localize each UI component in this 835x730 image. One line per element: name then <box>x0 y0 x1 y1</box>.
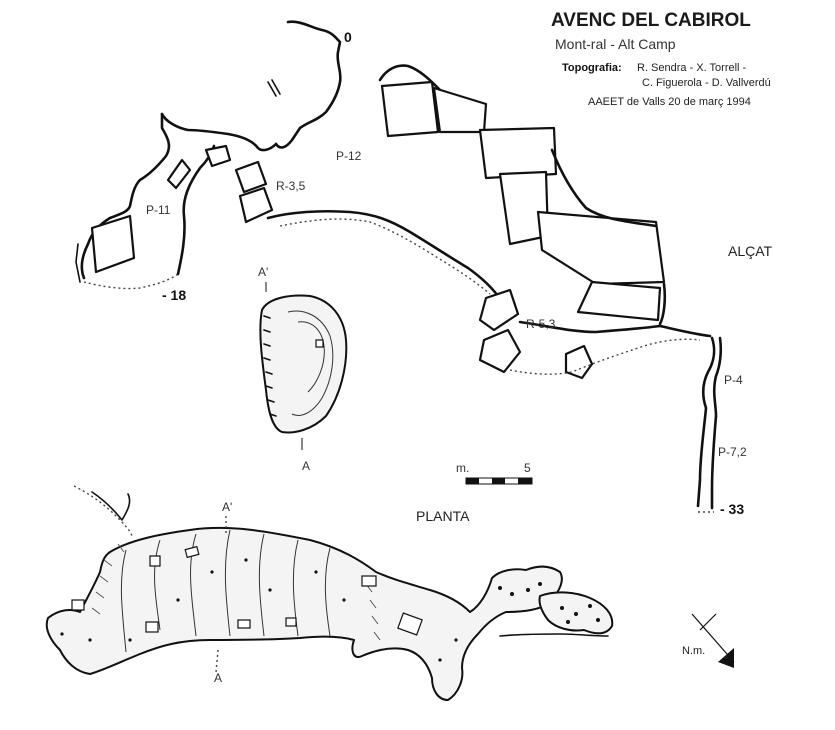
cross-section-label-a-prime: A' <box>258 265 268 279</box>
cross-section-a: A' A <box>258 265 348 473</box>
pitch-label-p72: P-7,2 <box>718 445 747 459</box>
final-shaft-left <box>696 336 716 508</box>
topografia-label: Topografia: <box>562 62 622 74</box>
lower-gallery-ceiling <box>518 320 712 338</box>
plan-boulder-4 <box>397 612 423 636</box>
scale-bar: m. 5 <box>456 461 533 485</box>
plan-boulder-5 <box>361 575 377 587</box>
section-view: 0 - 18 - 33 P-12 R-3,5 P-11 R-5,3 P-4 P-… <box>75 20 773 517</box>
scale-bar-seg-2 <box>492 478 505 484</box>
north-arrow-line <box>691 613 735 663</box>
plan-pebbles <box>60 558 542 662</box>
entrance-rope-mark <box>267 79 281 97</box>
plan-section-line <box>215 516 227 673</box>
cross-section-boulder <box>315 339 324 348</box>
r35-block-3 <box>204 144 232 168</box>
p11-block-1 <box>90 214 136 274</box>
p11-edge-mark <box>75 243 81 283</box>
gallery-floor <box>279 218 491 295</box>
r53-block-1 <box>478 288 520 332</box>
plan-view-label: PLANTA <box>416 508 470 524</box>
r53-block-3 <box>564 344 594 380</box>
cross-section-contour-1 <box>287 310 334 416</box>
cross-section-contour-2 <box>297 321 325 393</box>
pitch-label-p11: P-11 <box>146 203 171 217</box>
plan-contour-4 <box>258 533 265 637</box>
p11-outer-wall <box>80 112 171 280</box>
p11-block-2 <box>166 158 192 190</box>
plan-boulder-8 <box>145 621 159 633</box>
shaft-block-2 <box>432 86 488 134</box>
organization-date: AAEET de Valls 20 de març 1994 <box>588 96 751 108</box>
plan-entrance-wall <box>91 491 131 521</box>
north-arrow-label: N.m. <box>682 645 705 657</box>
north-arrow: N.m. <box>682 613 735 668</box>
cross-section-label-a: A <box>302 459 310 473</box>
scale-bar-seg-1 <box>466 478 479 484</box>
plan-contour-3 <box>224 529 231 637</box>
shaft-block-3 <box>478 126 558 180</box>
entrance-wall-left <box>274 20 342 149</box>
pitch-label-r53: R-5,3 <box>526 317 556 331</box>
plan-boulder-7 <box>285 617 297 627</box>
pitch-label-p4: P-4 <box>724 373 743 387</box>
plan-label-a-prime: A' <box>222 500 232 514</box>
r35-block-1 <box>234 160 268 194</box>
depth-label-minus-33: - 33 <box>720 501 744 517</box>
right-shaft-outer <box>550 148 667 326</box>
plan-contour-7 <box>120 549 127 653</box>
plan-boulder-2 <box>149 555 161 567</box>
plan-east-pebbles <box>560 604 600 624</box>
plan-boulder-1 <box>184 545 200 559</box>
map-title: AVENC DEL CABIROL <box>551 10 751 31</box>
plan-boulder-3 <box>237 619 251 629</box>
north-arrow-crossbar <box>699 613 717 631</box>
plan-contour-5 <box>292 539 299 637</box>
plan-contour-1 <box>154 539 161 631</box>
scale-max-label: 5 <box>524 461 531 475</box>
depth-label-minus-18: - 18 <box>162 287 186 303</box>
authors-line-1: R. Sendra - X. Torrell - <box>637 62 747 74</box>
plan-east-tail <box>499 633 609 637</box>
r35-block-2 <box>238 186 274 224</box>
p12-left-wall <box>160 112 278 152</box>
cross-section-hatched-wall <box>263 315 277 417</box>
scale-bar-seg-3 <box>518 478 532 484</box>
cross-section-outline <box>259 294 348 434</box>
authors-line-2: C. Figuerola - D. Vallverdú <box>642 77 771 89</box>
final-shaft-right <box>710 336 723 510</box>
pitch-label-r35: R-3,5 <box>276 179 306 193</box>
scale-unit-label: m. <box>456 461 469 475</box>
plan-contour-2 <box>190 533 197 637</box>
plan-label-a: A <box>214 671 222 685</box>
plan-main-chamber <box>45 526 563 701</box>
map-header: AVENC DEL CABIROL Mont-ral - Alt Camp To… <box>551 10 771 108</box>
plan-boulder-6 <box>71 599 85 611</box>
floor-minus-18 <box>83 273 179 290</box>
section-view-label: ALÇAT <box>728 243 773 259</box>
plan-view: PLANTA A' A <box>45 485 614 701</box>
plan-entrance-trail <box>73 485 133 537</box>
map-location: Mont-ral - Alt Camp <box>555 36 676 52</box>
r53-floor <box>509 338 701 375</box>
depth-label-0: 0 <box>344 29 352 45</box>
pitch-label-p12: P-12 <box>336 149 362 163</box>
shaft-block-5 <box>536 210 666 286</box>
north-arrow-icon <box>718 648 734 668</box>
r53-block-2 <box>478 328 522 374</box>
shaft-block-1 <box>380 80 440 138</box>
plan-contour-6 <box>324 547 331 637</box>
shaft-block-6 <box>576 280 662 322</box>
gallery-ceiling <box>266 209 500 298</box>
plan-hatch-left <box>91 543 125 615</box>
plan-hatch-mid <box>365 583 381 641</box>
